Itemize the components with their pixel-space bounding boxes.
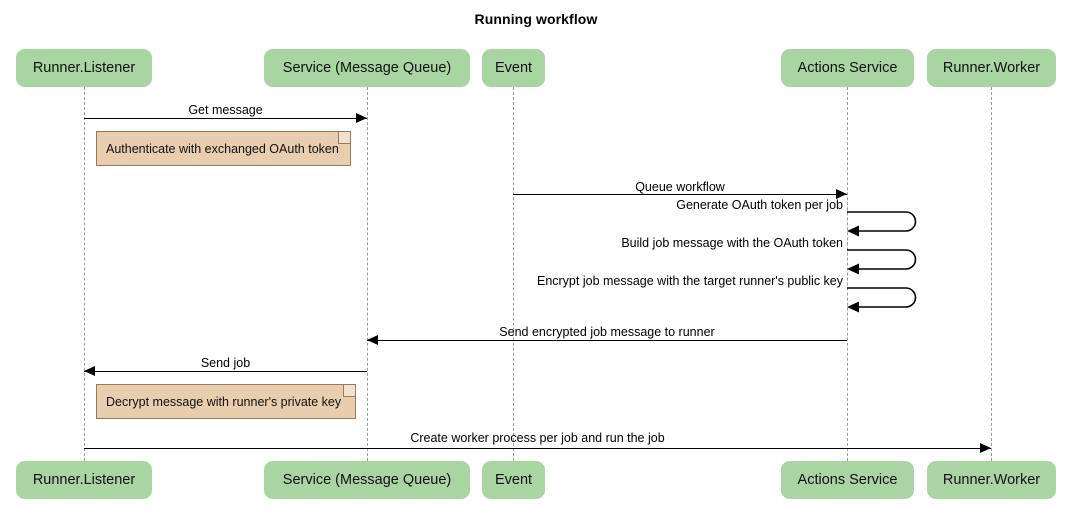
lifeline-runner-listener: [84, 87, 85, 461]
participant-runner-worker-bottom[interactable]: Runner.Worker: [927, 461, 1056, 499]
note-text: Decrypt message with runner's private ke…: [106, 394, 342, 409]
self-message-generate-oauth-token: [847, 211, 919, 243]
message-line-send-encrypted-job-message: [367, 340, 847, 341]
participant-label: Actions Service: [797, 60, 898, 76]
message-line-queue-workflow: [513, 194, 847, 195]
message-label-create-worker-process: Create worker process per job and run th…: [410, 431, 665, 445]
participant-runner-listener-bottom[interactable]: Runner.Listener: [16, 461, 152, 499]
participant-label: Actions Service: [797, 472, 898, 488]
participant-label: Event: [494, 472, 533, 488]
participant-label: Runner.Listener: [32, 60, 136, 76]
participant-label: Runner.Worker: [942, 472, 1041, 488]
note-text: Authenticate with exchanged OAuth token: [106, 141, 339, 156]
participant-service-message-queue-bottom[interactable]: Service (Message Queue): [264, 461, 470, 499]
self-message-label-build-job-message: Build job message with the OAuth token: [621, 236, 843, 250]
message-label-get-message: Get message: [188, 103, 263, 117]
self-message-encrypt-job-message: [847, 287, 919, 319]
lifeline-event: [513, 87, 514, 461]
self-message-build-job-message: [847, 249, 919, 281]
self-message-label-encrypt-job-message: Encrypt job message with the target runn…: [536, 274, 843, 288]
message-line-get-message: [84, 118, 367, 119]
participant-label: Runner.Worker: [942, 60, 1041, 76]
message-line-create-worker-process: [84, 448, 991, 449]
note-authenticate-note: Authenticate with exchanged OAuth token: [96, 131, 351, 166]
message-label-send-encrypted-job-message: Send encrypted job message to runner: [499, 325, 715, 339]
lifeline-service-message-queue: [367, 87, 368, 461]
participant-actions-service-bottom[interactable]: Actions Service: [781, 461, 914, 499]
arrowhead-send-job: [84, 366, 95, 376]
participant-label: Service (Message Queue): [282, 472, 452, 488]
participant-service-message-queue-top[interactable]: Service (Message Queue): [264, 49, 470, 87]
note-fold-corner-icon: [343, 385, 355, 397]
message-label-send-job: Send job: [200, 356, 251, 370]
lifeline-runner-worker: [991, 87, 992, 461]
arrowhead-create-worker-process: [980, 443, 991, 453]
note-fold-corner-icon: [338, 132, 350, 144]
self-message-label-generate-oauth-token: Generate OAuth token per job: [676, 198, 843, 212]
participant-event-top[interactable]: Event: [482, 49, 545, 87]
message-label-queue-workflow: Queue workflow: [635, 180, 725, 194]
arrowhead-queue-workflow: [836, 189, 847, 199]
lifeline-actions-service: [847, 87, 848, 461]
page-title: Running workflow: [474, 11, 598, 27]
arrowhead-get-message: [356, 113, 367, 123]
arrowhead-send-encrypted-job-message: [367, 335, 378, 345]
note-decrypt-note: Decrypt message with runner's private ke…: [96, 384, 356, 419]
participant-label: Runner.Listener: [32, 472, 136, 488]
message-line-send-job: [84, 371, 367, 372]
participant-runner-listener-top[interactable]: Runner.Listener: [16, 49, 152, 87]
participant-label: Event: [494, 60, 533, 76]
participant-actions-service-top[interactable]: Actions Service: [781, 49, 914, 87]
participant-runner-worker-top[interactable]: Runner.Worker: [927, 49, 1056, 87]
participant-event-bottom[interactable]: Event: [482, 461, 545, 499]
participant-label: Service (Message Queue): [282, 60, 452, 76]
